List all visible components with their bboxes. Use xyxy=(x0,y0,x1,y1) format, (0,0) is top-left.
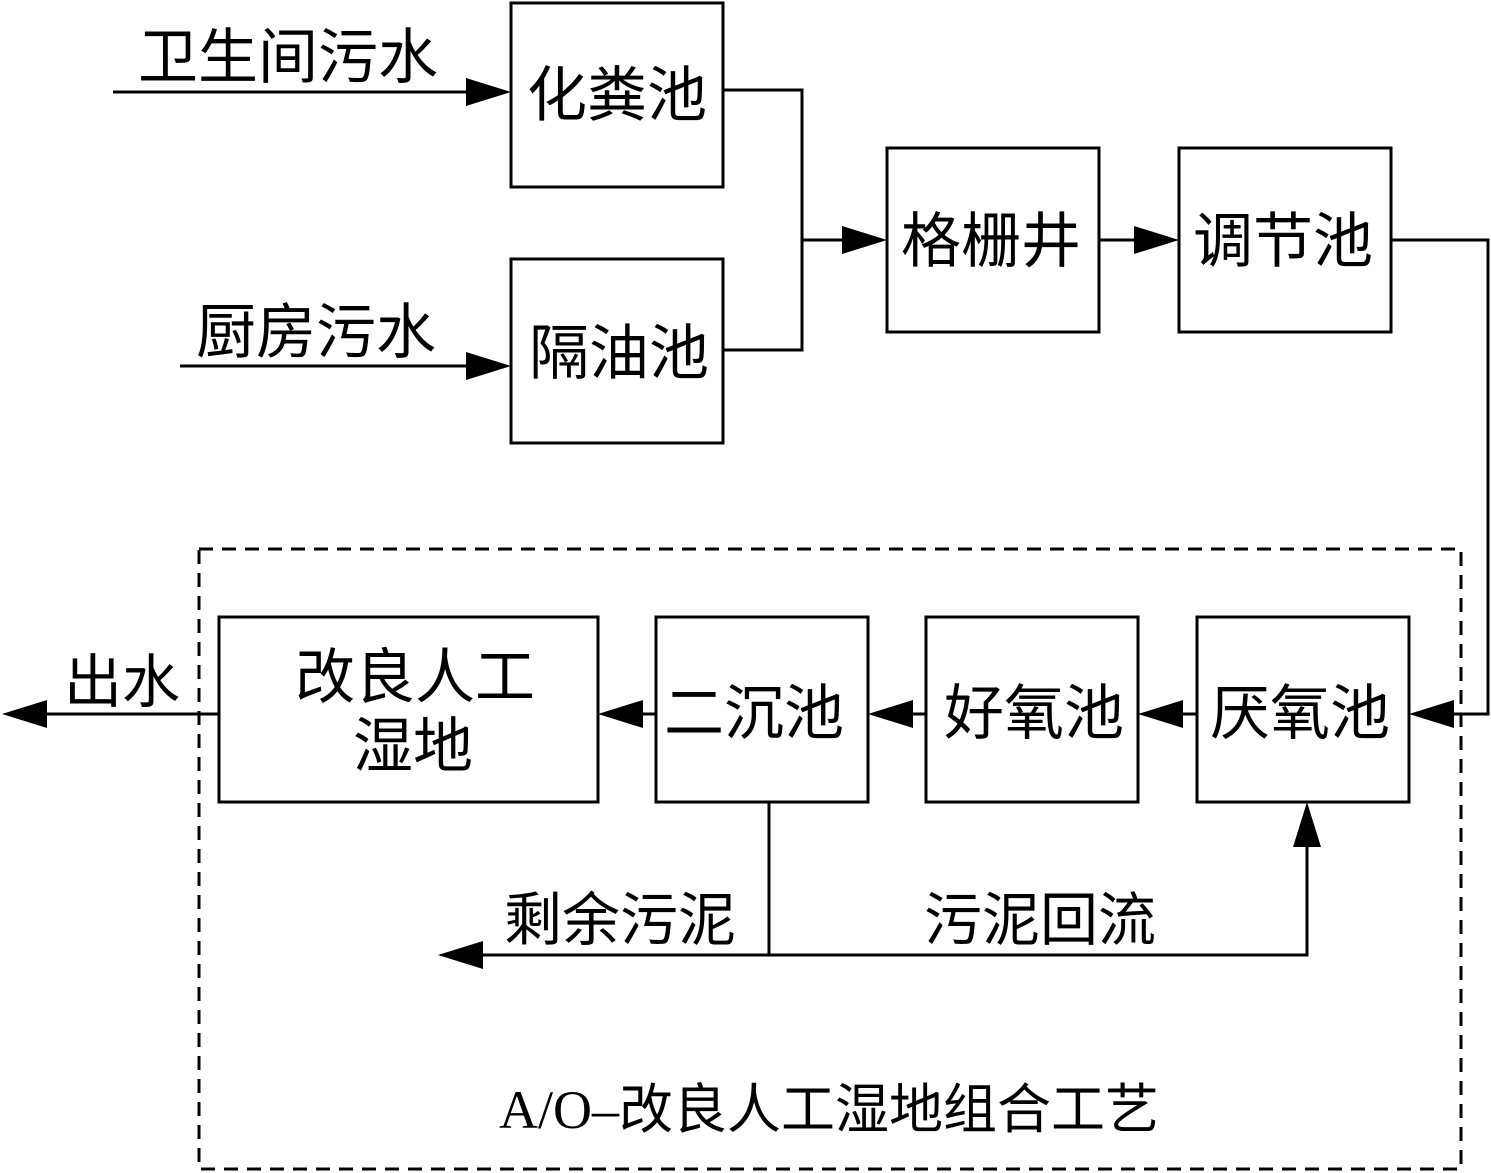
aerobic-tank-box xyxy=(924,615,1140,804)
effluent-label: 出水 xyxy=(64,648,180,716)
to-grate-well-arrowhead xyxy=(842,226,887,254)
aerobic-tank-label: 好氧池 xyxy=(944,679,1124,749)
toilet-wastewater-label: 卫生间污水 xyxy=(138,23,438,93)
grease-trap-box xyxy=(509,257,725,445)
anaerobic-tank-label: 厌氧池 xyxy=(1210,679,1390,749)
sludge-return-line xyxy=(769,843,1309,957)
kitchen-inflow-arrowhead xyxy=(466,352,511,380)
anaerobic-tank-box xyxy=(1195,615,1411,804)
septic-tank-box xyxy=(509,1,725,189)
effluent-arrowhead xyxy=(2,700,47,728)
wetland-box xyxy=(217,615,600,804)
to-aerobic-arrowhead xyxy=(1138,700,1183,728)
to-anaerobic-arrowhead xyxy=(1409,700,1454,728)
septic-tank-label: 化粪池 xyxy=(527,61,707,131)
excess-sludge-arrowhead xyxy=(438,941,483,969)
excess-sludge-label: 剩余污泥 xyxy=(504,886,736,954)
ao-wetland-boundary xyxy=(197,547,1463,1171)
toilet-inflow-arrowhead xyxy=(466,78,511,106)
wetland-label-line2: 湿地 xyxy=(353,712,473,782)
process-caption: A/O–改良人工湿地组合工艺 xyxy=(499,1080,1159,1140)
equalization-tank-label: 调节池 xyxy=(1193,207,1373,277)
equalization-to-anaerobic-line xyxy=(1391,238,1490,716)
septic-out-line xyxy=(723,88,848,242)
kitchen-wastewater-label: 厨房污水 xyxy=(196,298,436,368)
to-clarifier-arrowhead xyxy=(868,700,913,728)
grate-well-label: 格栅井 xyxy=(901,207,1081,277)
wetland-label-line1: 改良人工 xyxy=(295,643,535,713)
to-wetland-arrowhead xyxy=(598,700,643,728)
secondary-clarifier-box xyxy=(654,615,870,804)
grease-trap-label: 隔油池 xyxy=(529,319,709,389)
secondary-clarifier-label: 二沉池 xyxy=(664,679,844,749)
grease-out-line xyxy=(723,240,804,352)
sludge-return-arrowhead xyxy=(1293,802,1321,847)
to-equalization-arrowhead xyxy=(1134,226,1179,254)
sludge-return-label: 污泥回流 xyxy=(924,886,1156,954)
